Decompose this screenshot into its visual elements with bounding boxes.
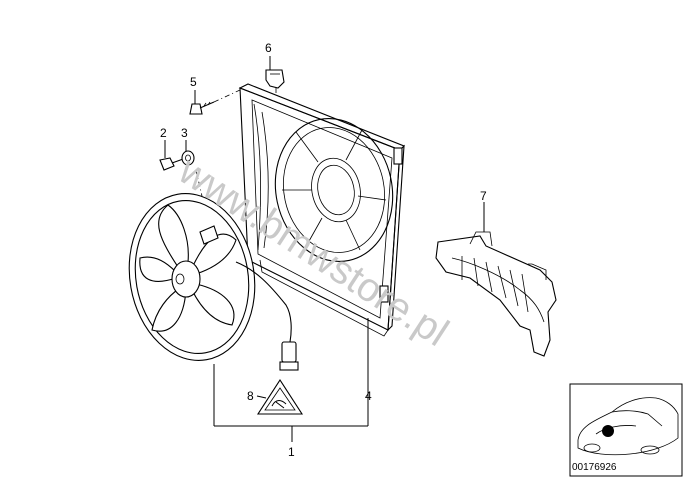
install-line-5 (213, 89, 241, 103)
callout-3: 3 (181, 126, 188, 140)
car-locator-thumbnail: 00176926 (569, 383, 683, 477)
electric-fan (128, 193, 299, 371)
air-duct-bracket (435, 231, 557, 357)
callout-6: 6 (265, 41, 272, 55)
fan-shroud (238, 83, 405, 337)
clip-part-6 (265, 69, 285, 89)
callout-5: 5 (190, 75, 197, 89)
callout-2: 2 (160, 126, 167, 140)
leader-lines (164, 56, 485, 442)
install-line-3 (195, 169, 203, 197)
callout-4: 4 (365, 389, 372, 403)
screw-part-5 (189, 101, 215, 115)
callout-7: 7 (480, 189, 487, 203)
warning-label-part-8 (256, 378, 304, 415)
location-marker (602, 425, 614, 437)
reference-number: 00176926 (572, 462, 617, 473)
nut-part-3 (181, 150, 195, 166)
callout-1: 1 (288, 445, 295, 459)
callout-8: 8 (247, 389, 254, 403)
